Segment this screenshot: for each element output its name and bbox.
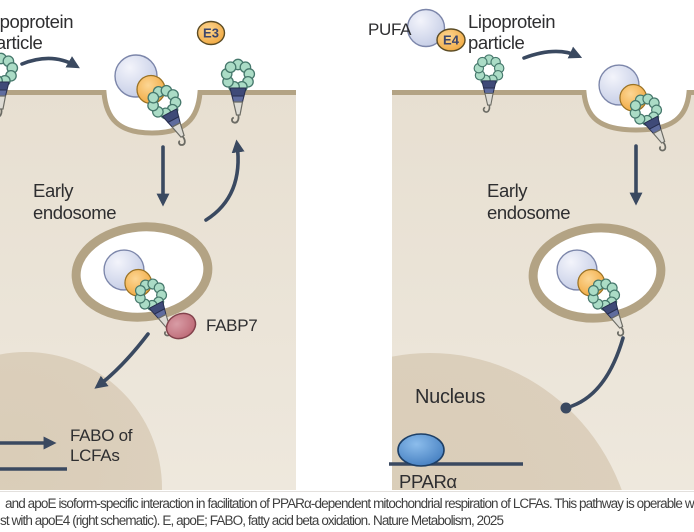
apoe3-badge	[196, 20, 226, 46]
lipoprotein-label-line1: Lipoprotein	[0, 11, 73, 32]
plasma-membrane	[0, 90, 296, 136]
ppar-alpha-protein-icon	[397, 433, 445, 467]
apoe4-badge-label: E4	[443, 33, 460, 48]
fabp7-protein-icon	[165, 312, 197, 340]
pufa-to-nucleus-dot	[560, 402, 572, 414]
figure-svg: E3 Lipoprotein particle Early endosome F…	[0, 8, 694, 492]
nucleus-label: Nucleus	[415, 386, 485, 408]
pufa-to-nucleus-line	[570, 336, 625, 408]
early-endosome-label-line2: endosome	[33, 202, 116, 223]
caption-line2: st with apoE4 (right schematic). E, apoE…	[0, 513, 504, 528]
early-endosome-label-line1: Early	[487, 180, 528, 201]
early-endosome-label-line1: Early	[33, 180, 74, 201]
fabo-label-line2: LCFAs	[70, 446, 120, 465]
fabo-label-line1: FABO of	[70, 426, 133, 445]
pufa-label: PUFA	[368, 20, 412, 39]
right-schematic: E4 PUFA Lipoprotein particle Early endos…	[368, 8, 694, 492]
mitochondrion-shape	[0, 352, 162, 490]
ppar-alpha-label: PPARα	[399, 471, 457, 492]
plasma-membrane	[392, 90, 694, 133]
early-endosome-label-line2: endosome	[487, 202, 570, 223]
nucleus-shape	[392, 353, 622, 490]
lipoprotein-label-line1: Lipoprotein	[468, 11, 555, 32]
apoe3-badge-label: E3	[203, 26, 219, 41]
lipoprotein-label-line2: particle	[0, 32, 43, 53]
figure-caption: and apoE isoform-specific interaction in…	[0, 491, 694, 532]
arrow-to-mitochondrion	[94, 332, 150, 389]
pufa-sphere-icon	[406, 8, 446, 48]
lipoprotein-label-line2: particle	[468, 32, 525, 53]
caption-line1: and apoE isoform-specific interaction in…	[5, 496, 694, 511]
arrow-binding	[522, 46, 583, 60]
arrow-receptor-recycling	[204, 139, 245, 222]
left-schematic: E3 Lipoprotein particle Early endosome F…	[0, 11, 296, 490]
fabp7-label: FABP7	[206, 316, 257, 335]
arrow-binding	[20, 56, 80, 69]
apoe4-badge	[436, 28, 466, 52]
